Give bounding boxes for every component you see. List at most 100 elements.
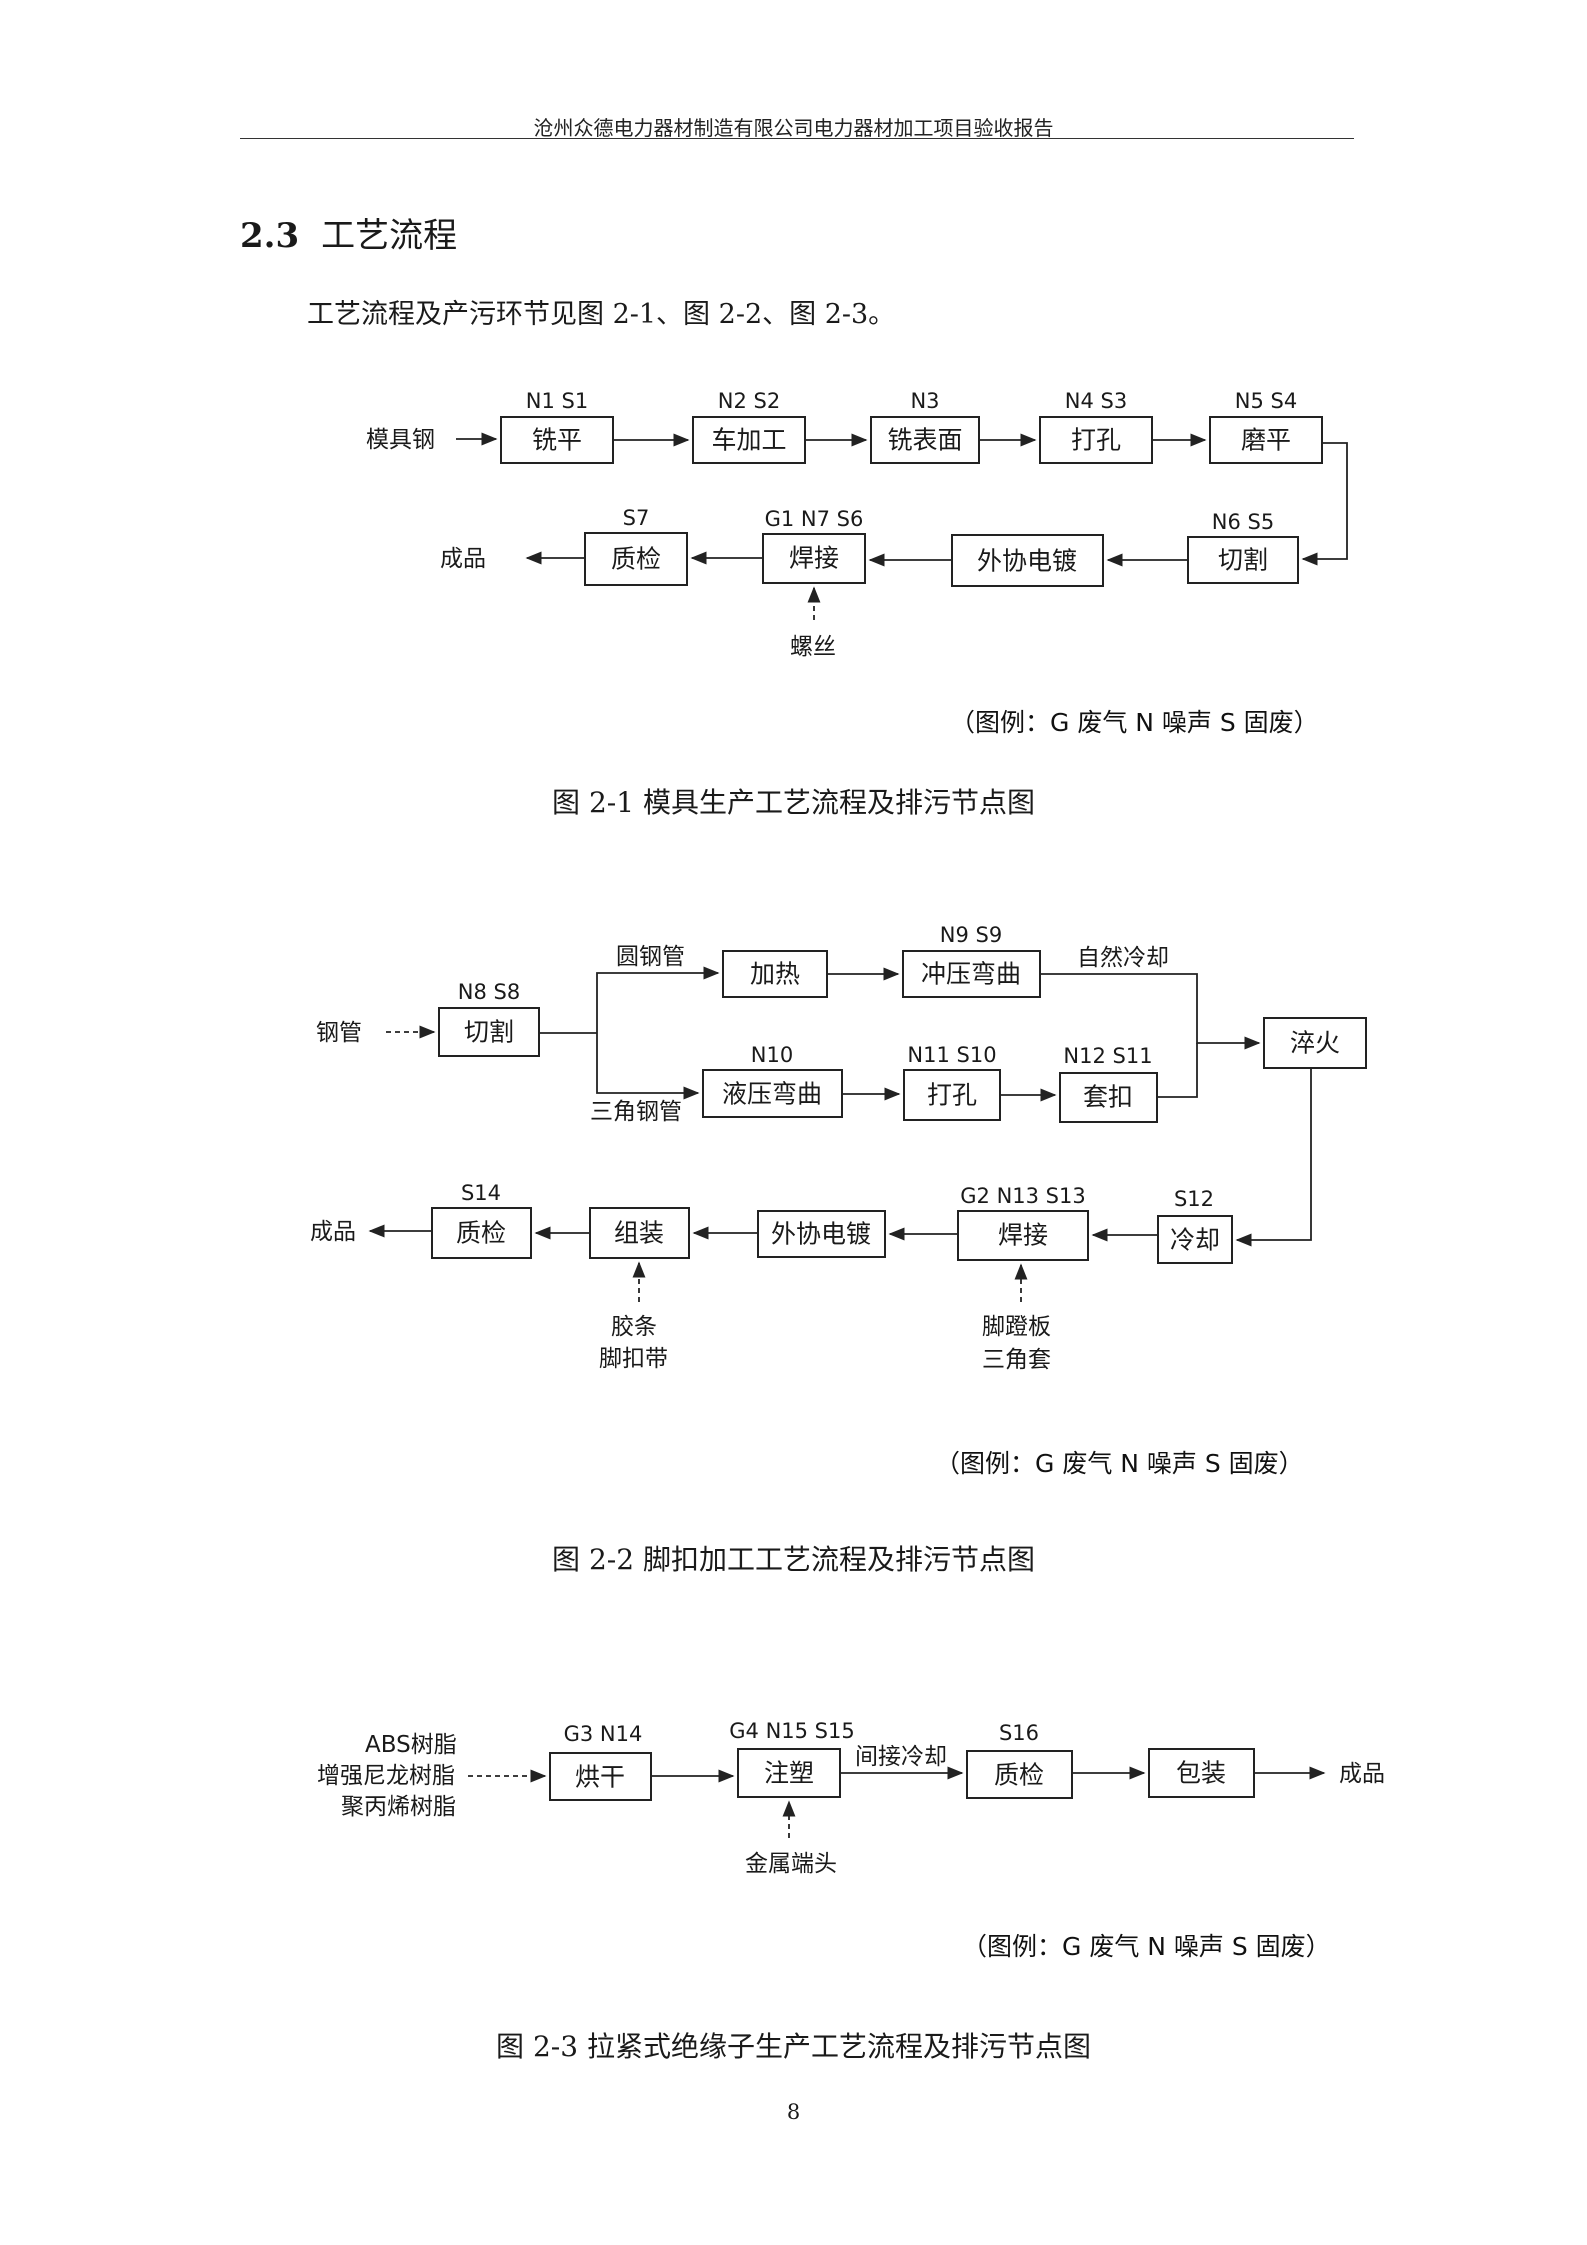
svg-text:质检: 质检	[611, 545, 661, 574]
node-inspect: 质检	[431, 1207, 532, 1259]
caption-figure-2-3: 图 2-3 拉紧式绝缘子生产工艺流程及排污节点图	[496, 2030, 1091, 2063]
output-product: 成品	[440, 546, 486, 572]
legend-figure-2-3: （图例：G 废气 N 噪声 S 固废）	[962, 1932, 1331, 1961]
figure-2-3: ABS树脂 增强尼龙树脂 聚丙烯树脂 烘干 G3 N14 注塑 G4 N15 S…	[317, 1719, 1385, 1877]
tags-inject-mold: G4 N15 S15	[729, 1719, 854, 1743]
tags-dry: G3 N14	[564, 1722, 643, 1746]
tags-drill: N4 S3	[1065, 389, 1127, 413]
node-inject-mold: 注塑	[737, 1748, 841, 1798]
svg-text:冷却: 冷却	[1170, 1226, 1220, 1255]
node-pack: 包装	[1148, 1748, 1255, 1798]
node-quench: 淬火	[1263, 1017, 1367, 1069]
node-heat: 加热	[722, 950, 828, 998]
svg-text:液压弯曲: 液压弯曲	[722, 1080, 822, 1109]
svg-text:包装: 包装	[1176, 1759, 1226, 1788]
branch-triangle-pipe: 三角钢管	[590, 1099, 682, 1125]
tags-weld: G1 N7 S6	[765, 507, 864, 531]
page-number: 8	[786, 2100, 801, 2124]
legend-figure-2-2: （图例：G 废气 N 噪声 S 固废）	[935, 1449, 1304, 1478]
tags-cool: S12	[1174, 1187, 1214, 1211]
svg-text:车加工: 车加工	[711, 426, 786, 455]
tags-thread: N12 S11	[1063, 1044, 1152, 1068]
node-lathe: 车加工	[692, 416, 806, 464]
node-drill: 打孔	[903, 1069, 1001, 1121]
svg-text:注塑: 注塑	[764, 1759, 814, 1788]
node-thread: 套扣	[1059, 1072, 1158, 1123]
svg-text:外协电镀: 外协电镀	[977, 547, 1077, 576]
label-natural-cooling: 自然冷却	[1077, 945, 1169, 971]
tags-cut: N8 S8	[458, 980, 520, 1004]
section-number: 2.3	[240, 216, 300, 256]
input-strap: 脚扣带	[599, 1346, 668, 1372]
svg-text:淬火: 淬火	[1290, 1029, 1340, 1058]
node-mill-surface: 铣表面	[870, 416, 980, 464]
input-abs-resin: ABS树脂	[365, 1732, 457, 1758]
input-triangle-sleeve: 三角套	[982, 1347, 1051, 1373]
tags-mill-flat: N1 S1	[526, 389, 588, 413]
tags-cut: N6 S5	[1212, 510, 1274, 534]
tags-inspect: S16	[999, 1721, 1039, 1745]
input-mold-steel: 模具钢	[366, 427, 435, 453]
node-hydraulic-bend: 液压弯曲	[702, 1069, 843, 1118]
output-product: 成品	[310, 1219, 356, 1245]
node-cut: 切割	[1187, 536, 1299, 584]
svg-text:冲压弯曲: 冲压弯曲	[921, 960, 1021, 989]
caption-figure-2-1: 图 2-1 模具生产工艺流程及排污节点图	[552, 786, 1035, 819]
svg-text:焊接: 焊接	[998, 1221, 1048, 1250]
node-outsourced-plating: 外协电镀	[757, 1210, 886, 1258]
svg-text:加热: 加热	[750, 960, 800, 989]
svg-text:组装: 组装	[614, 1219, 664, 1248]
tags-lathe: N2 S2	[718, 389, 780, 413]
tags-inspect: S7	[623, 506, 650, 530]
svg-text:套扣: 套扣	[1083, 1083, 1133, 1112]
figure-2-1: 模具钢 铣平 N1 S1 车加工 N2 S2 铣表面 N3 打孔 N4 S3 磨…	[366, 389, 1348, 660]
svg-text:打孔: 打孔	[927, 1081, 977, 1110]
tags-inspect: S14	[461, 1181, 501, 1205]
svg-text:铣平: 铣平	[532, 426, 582, 455]
node-stamp-bend: 冲压弯曲	[902, 950, 1041, 998]
caption-figure-2-2: 图 2-2 脚扣加工工艺流程及排污节点图	[552, 1543, 1035, 1576]
tags-grind: N5 S4	[1235, 389, 1297, 413]
node-outsourced-plating: 外协电镀	[951, 534, 1104, 587]
input-rubber-strip: 胶条	[611, 1314, 657, 1340]
node-cut: 切割	[438, 1007, 540, 1057]
input-pedal: 脚蹬板	[982, 1314, 1051, 1340]
section-heading: 2.3 工艺流程	[240, 208, 457, 257]
section-title: 工艺流程	[321, 216, 458, 256]
svg-text:磨平: 磨平	[1241, 426, 1291, 455]
intro-paragraph: 工艺流程及产污环节见图 2-1、图 2-2、图 2-3。	[307, 299, 896, 330]
branch-round-pipe: 圆钢管	[616, 944, 685, 970]
output-product: 成品	[1339, 1761, 1385, 1787]
figure-2-2: 钢管 切割 N8 S8 圆钢管 三角钢管 加热 冲压弯曲 N9 S9 自然冷却 …	[310, 923, 1367, 1373]
svg-text:焊接: 焊接	[789, 544, 839, 573]
input-pp-resin: 聚丙烯树脂	[341, 1794, 456, 1820]
tags-weld: G2 N13 S13	[960, 1184, 1085, 1208]
node-assemble: 组装	[589, 1207, 690, 1259]
input-steel-pipe: 钢管	[316, 1020, 362, 1046]
node-weld: 焊接	[957, 1210, 1089, 1261]
page-header: 沧州众德电力器材制造有限公司电力器材加工项目验收报告	[533, 116, 1054, 140]
svg-text:切割: 切割	[464, 1018, 514, 1047]
node-mill-flat: 铣平	[500, 416, 614, 464]
svg-text:外协电镀: 外协电镀	[771, 1220, 871, 1249]
svg-text:烘干: 烘干	[575, 1763, 625, 1792]
header-rule	[240, 138, 1354, 139]
tags-stamp-bend: N9 S9	[940, 923, 1002, 947]
tags-mill-surface: N3	[910, 389, 939, 413]
label-indirect-cooling: 间接冷却	[855, 1744, 947, 1770]
svg-text:质检: 质检	[456, 1219, 506, 1248]
node-drill: 打孔	[1039, 416, 1153, 464]
input-screws: 螺丝	[790, 634, 836, 660]
input-nylon-resin: 增强尼龙树脂	[317, 1763, 455, 1789]
tags-drill: N11 S10	[907, 1043, 996, 1067]
svg-text:铣表面: 铣表面	[887, 426, 962, 455]
legend-figure-2-1: （图例：G 废气 N 噪声 S 固废）	[950, 708, 1319, 737]
node-inspect: 质检	[584, 532, 688, 586]
input-metal-terminal: 金属端头	[745, 1851, 837, 1877]
node-weld: 焊接	[762, 533, 866, 584]
svg-text:打孔: 打孔	[1071, 426, 1121, 455]
svg-text:质检: 质检	[994, 1761, 1044, 1790]
node-cool: 冷却	[1157, 1215, 1233, 1264]
svg-text:切割: 切割	[1218, 546, 1268, 575]
